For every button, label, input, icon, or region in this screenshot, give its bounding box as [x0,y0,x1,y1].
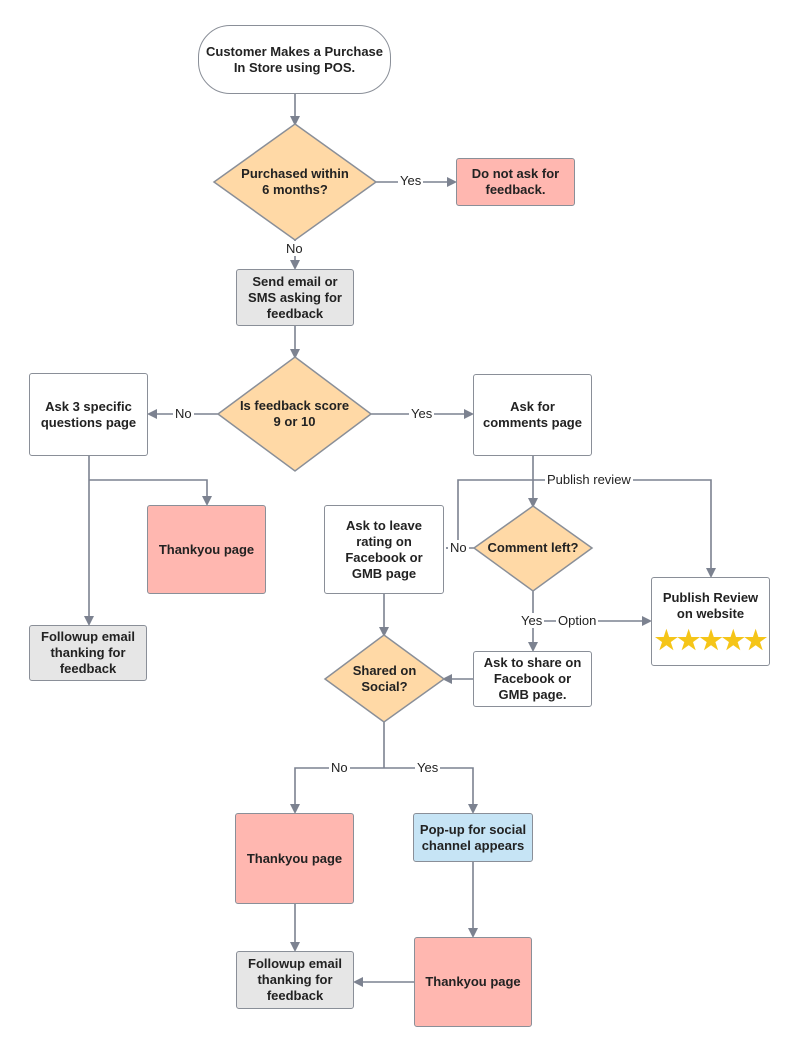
edge-shared-yes [384,767,478,814]
start-node: Customer Makes a Purchase In Store using… [198,25,391,94]
thankyou-box-3: Thankyou page [414,937,532,1027]
edge-label-no-4: No [329,760,350,775]
followup-box-2: Followup email thanking for feedback [236,951,354,1009]
send-email-box: Send email or SMS asking for feedback [236,269,354,326]
edge-shared-no [290,767,384,814]
thankyou-box-2: Thankyou page [235,813,354,904]
edge-label-yes-2: Yes [409,406,435,421]
do-not-ask-box: Do not ask for feedback. [456,158,575,206]
edge-label-publish-review: Publish review [545,472,633,487]
edge-label-no-2: No [173,406,194,421]
edge-label-yes-4: Yes [415,760,441,775]
thankyou-box-1: Thankyou page [147,505,266,594]
edge-ask3-to-thankyou [89,479,212,506]
ask-leave-rating-box: Ask to leave rating on Facebook or GMB p… [324,505,444,594]
diamond-purchased-label: Purchased within 6 months? [241,166,349,197]
edge-label-no-3: No [448,540,469,555]
star-rating-icon: ★★★★★ [654,624,768,655]
start-node-label: Customer Makes a Purchase In Store using… [205,43,384,75]
diamond-score-label: Is feedback score 9 or 10 [239,398,350,429]
publish-review-box: Publish Review on website ★★★★★ [651,577,770,666]
ask-3-questions-box: Ask 3 specific questions page [29,373,148,456]
diamond-commentleft-label: Comment left? [487,540,579,555]
diamond-feedback-score [216,356,373,472]
followup-box-1: Followup email thanking for feedback [29,625,147,681]
ask-comments-box: Ask for comments page [473,374,592,456]
edge-publish-review [446,479,716,578]
diamond-comment-left [472,505,594,592]
popup-social-box: Pop-up for social channel appears [413,813,533,862]
diamond-purchased-within [212,123,378,241]
edge-label-no-1: No [284,241,305,256]
edge-label-yes-1: Yes [398,173,424,188]
edge-label-option: Option [556,613,599,628]
publish-review-content: Publish Review on website ★★★★★ [654,589,768,655]
diamond-shared-label: Shared on Social? [352,663,417,694]
ask-share-box: Ask to share on Facebook or GMB page. [473,651,592,707]
edge-label-yes-3: Yes [519,613,545,628]
diamond-shared-social [323,634,446,723]
